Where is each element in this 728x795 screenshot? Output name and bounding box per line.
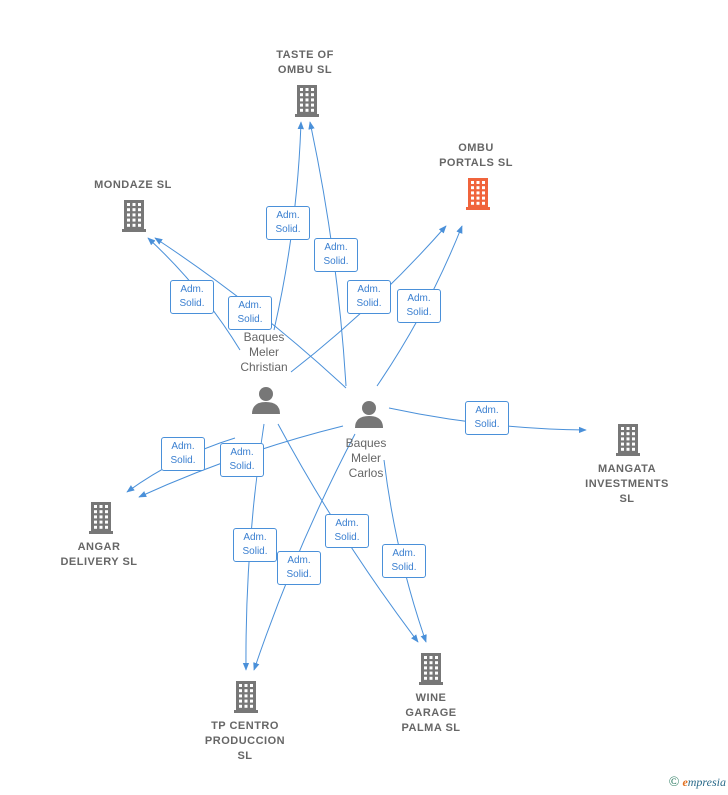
- building-icon-mangata[interactable]: [616, 424, 640, 456]
- building-icon-angar[interactable]: [89, 502, 113, 534]
- company-label-mangata: MANGATA INVESTMENTS SL: [585, 463, 669, 505]
- relation-badge-christian-tp[interactable]: Adm. Solid.: [233, 528, 277, 562]
- relation-badge-carlos-wine[interactable]: Adm. Solid.: [382, 544, 426, 578]
- building-icon-taste[interactable]: [295, 85, 319, 117]
- relation-badge-carlos-taste[interactable]: Adm. Solid.: [314, 238, 358, 272]
- company-label-wine: WINE GARAGE PALMA SL: [401, 692, 461, 734]
- person-icon-christian[interactable]: [252, 387, 280, 414]
- person-label-christian: Baques Meler Christian: [240, 330, 288, 374]
- footer-brand: © empresia: [669, 775, 726, 791]
- building-icon-mondaze[interactable]: [122, 200, 146, 232]
- copyright-symbol: ©: [668, 775, 680, 790]
- company-label-ombu: OMBU PORTALS SL: [439, 142, 513, 169]
- building-icon-ombu[interactable]: [466, 178, 490, 210]
- relation-badge-christian-wine[interactable]: Adm. Solid.: [325, 514, 369, 548]
- relation-badge-christian-taste[interactable]: Adm. Solid.: [266, 206, 310, 240]
- relation-badge-carlos-ombu[interactable]: Adm. Solid.: [397, 289, 441, 323]
- relation-badge-christian-angar[interactable]: Adm. Solid.: [161, 437, 205, 471]
- relation-badge-carlos-angar[interactable]: Adm. Solid.: [220, 443, 264, 477]
- brand-name: mpresia: [687, 775, 726, 789]
- relation-badge-carlos-mondaze[interactable]: Adm. Solid.: [228, 296, 272, 330]
- building-icon-wine[interactable]: [419, 653, 443, 685]
- company-label-mondaze: MONDAZE SL: [94, 179, 172, 191]
- brand-initial: e: [682, 775, 688, 789]
- company-label-tp: TP CENTRO PRODUCCION SL: [204, 720, 286, 762]
- relation-badge-carlos-mangata[interactable]: Adm. Solid.: [465, 401, 509, 435]
- company-label-taste: TASTE OF OMBU SL: [276, 49, 334, 76]
- person-label-carlos: Baques Meler Carlos: [345, 436, 387, 480]
- company-label-angar: ANGAR DELIVERY SL: [60, 541, 138, 568]
- building-icon-tp[interactable]: [234, 681, 258, 713]
- relation-badge-christian-ombu[interactable]: Adm. Solid.: [347, 280, 391, 314]
- person-icon-carlos[interactable]: [355, 401, 383, 428]
- edge-carlos-tp: [253, 433, 356, 671]
- relation-badge-christian-mondaze[interactable]: Adm. Solid.: [170, 280, 214, 314]
- relation-badge-carlos-tp[interactable]: Adm. Solid.: [277, 551, 321, 585]
